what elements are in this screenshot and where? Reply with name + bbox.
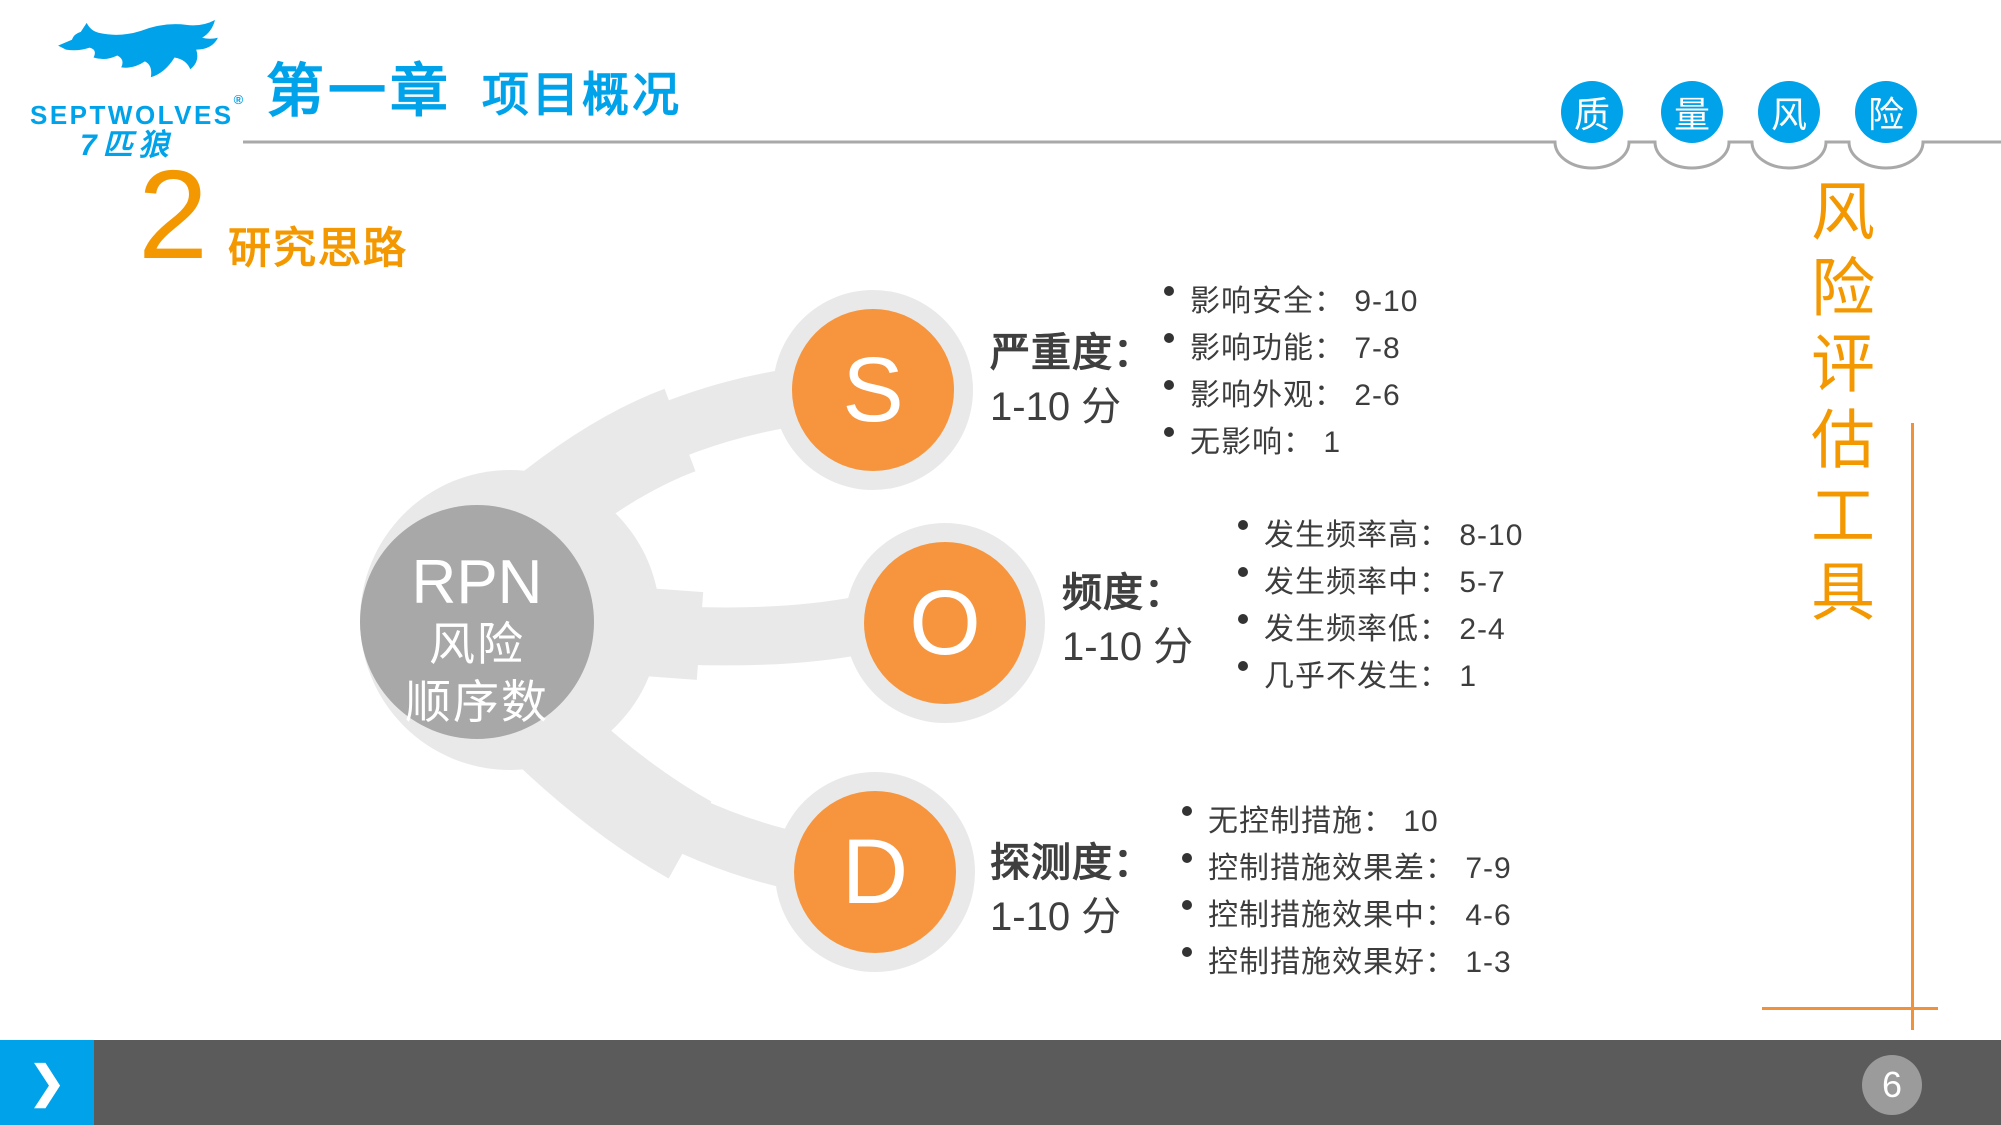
- bullet-text: 影响功能： 7-8: [1190, 331, 1401, 365]
- sidebar-vertical-rule: [1911, 423, 1914, 1030]
- severity-label: 严重度： 1-10 分: [990, 326, 1154, 434]
- bullet-dot: [1182, 852, 1192, 863]
- severity-label-line2: 1-10 分: [990, 385, 1122, 429]
- list-item: 影响外观： 2-6: [1164, 368, 1418, 415]
- badge-quality-4: 险: [1855, 81, 1917, 143]
- chapter-number: 第一章: [266, 59, 453, 124]
- detection-label: 探测度： 1-10 分: [990, 836, 1154, 944]
- rpn-name-line2: 顺序数: [405, 676, 549, 728]
- bullet-text: 影响外观： 2-6: [1190, 378, 1401, 412]
- list-item: 无控制措施： 10: [1182, 794, 1512, 841]
- footer-bar: [0, 1040, 2001, 1125]
- bullet-text: 发生频率中： 5-7: [1264, 565, 1506, 599]
- bullet-text: 控制措施效果中： 4-6: [1208, 898, 1512, 932]
- s-node-circle: [792, 309, 954, 471]
- severity-label-line1: 严重度：: [990, 331, 1154, 375]
- list-item: 发生频率中： 5-7: [1238, 555, 1523, 602]
- o-node-circle: [864, 542, 1026, 704]
- badge-quality-1: 质: [1561, 81, 1623, 143]
- bullet-text: 几乎不发生： 1: [1264, 659, 1478, 693]
- next-slide-button[interactable]: ❯: [0, 1040, 94, 1125]
- o-node-letter: O: [909, 571, 981, 674]
- occurrence-criteria-list: 发生频率高： 8-10 发生频率中： 5-7 发生频率低： 2-4 几乎不发生：…: [1238, 508, 1523, 696]
- chapter-header: 第一章 项目概况: [266, 44, 682, 128]
- rpn-node-text: RPN 风险 顺序数: [357, 551, 597, 731]
- section-title: 研究思路: [228, 225, 408, 273]
- badge-label: 量: [1673, 94, 1710, 135]
- s-node-letter: S: [842, 338, 904, 441]
- section-number: 2: [138, 144, 209, 285]
- bullet-text: 影响安全： 9-10: [1190, 284, 1419, 318]
- list-item: 控制措施效果好： 1-3: [1182, 935, 1512, 982]
- badge-label: 险: [1867, 94, 1904, 135]
- list-item: 影响功能： 7-8: [1164, 321, 1418, 368]
- bullet-text: 控制措施效果差： 7-9: [1208, 851, 1512, 885]
- badge-quality-2: 量: [1661, 81, 1723, 143]
- bullet-dot: [1164, 285, 1174, 296]
- list-item: 控制措施效果差： 7-9: [1182, 841, 1512, 888]
- bullet-dot: [1182, 899, 1192, 910]
- brand-name: SEPTWOLVES®: [30, 92, 244, 130]
- detection-label-line2: 1-10 分: [990, 895, 1122, 939]
- occurrence-label: 频度： 1-10 分: [1062, 566, 1193, 674]
- badge-quality-3: 风: [1758, 81, 1820, 143]
- occurrence-label-line1: 频度：: [1062, 571, 1185, 615]
- bullet-text: 无控制措施： 10: [1208, 804, 1439, 838]
- bullet-dot: [1238, 566, 1248, 577]
- bullet-text: 控制措施效果好： 1-3: [1208, 945, 1512, 979]
- registered-mark: ®: [233, 92, 244, 107]
- brand-logo: SEPTWOLVES® 7匹狼: [14, 8, 244, 162]
- bullet-text: 发生频率低： 2-4: [1264, 612, 1506, 646]
- bullet-dot: [1182, 946, 1192, 957]
- page-number-badge: 6: [1862, 1055, 1922, 1115]
- wolf-logo-icon: [58, 19, 218, 78]
- chevron-right-icon: ❯: [28, 1058, 66, 1107]
- bullet-text: 发生频率高： 8-10: [1264, 518, 1524, 552]
- d-node-circle: [794, 791, 956, 953]
- list-item: 发生频率低： 2-4: [1238, 602, 1523, 649]
- bullet-text: 无影响： 1: [1190, 425, 1342, 459]
- sidebar-horizontal-rule: [1762, 1007, 1938, 1010]
- bullet-dot: [1238, 613, 1248, 624]
- list-item: 发生频率高： 8-10: [1238, 508, 1523, 555]
- chapter-title: 项目概况: [482, 68, 683, 121]
- sidebar-vertical-title: 风险评估工具: [1802, 178, 1874, 634]
- badge-label: 风: [1770, 94, 1807, 135]
- rpn-acronym: RPN: [411, 548, 543, 617]
- bullet-dot: [1238, 519, 1248, 530]
- detection-criteria-list: 无控制措施： 10 控制措施效果差： 7-9 控制措施效果中： 4-6 控制措施…: [1182, 794, 1512, 982]
- rpn-name-line1: 风险: [429, 618, 525, 670]
- list-item: 几乎不发生： 1: [1238, 649, 1523, 696]
- list-item: 影响安全： 9-10: [1164, 274, 1418, 321]
- bullet-dot: [1164, 332, 1174, 343]
- badge-label: 质: [1573, 94, 1610, 135]
- bullet-dot: [1238, 660, 1248, 671]
- severity-criteria-list: 影响安全： 9-10 影响功能： 7-8 影响外观： 2-6 无影响： 1: [1164, 274, 1418, 462]
- occurrence-label-line2: 1-10 分: [1062, 625, 1194, 669]
- rpn-node-circle: [360, 505, 594, 739]
- bullet-dot: [1164, 379, 1174, 390]
- bullet-dot: [1164, 426, 1174, 437]
- detection-label-line1: 探测度：: [990, 841, 1154, 885]
- d-node-letter: D: [841, 820, 909, 923]
- bullet-dot: [1182, 805, 1192, 816]
- brand-name-cn: 7匹狼: [80, 129, 175, 162]
- page-number: 6: [1881, 1064, 1903, 1105]
- list-item: 控制措施效果中： 4-6: [1182, 888, 1512, 935]
- list-item: 无影响： 1: [1164, 415, 1418, 462]
- header-rule: [243, 140, 2001, 170]
